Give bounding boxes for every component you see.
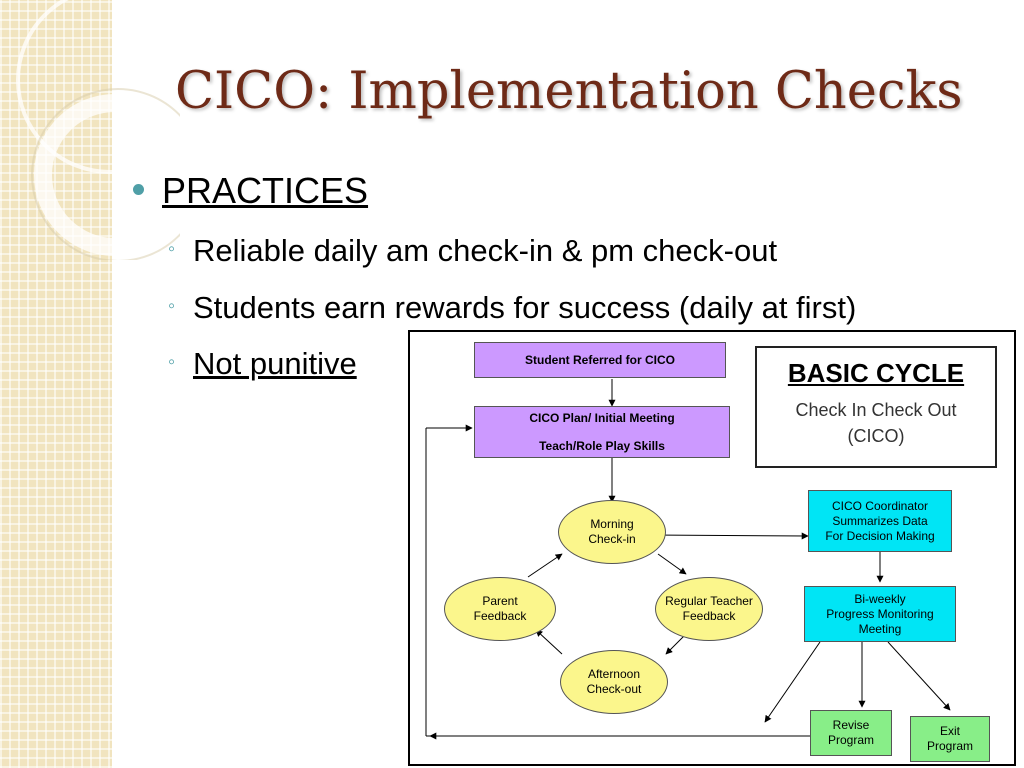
bullet-dot [133,184,144,195]
teacher-line1: Regular Teacher [665,594,753,608]
biweekly-line3: Meeting [858,621,902,636]
diagram-arrows [425,379,951,740]
basic-cycle-box: BASIC CYCLE Check In Check Out (CICO) [755,346,997,468]
afternoon-line1: Afternoon [587,667,641,681]
slide-title: CICO: Implementation Checks [175,62,963,121]
basic-cycle-title: BASIC CYCLE [787,358,965,388]
sub-bullet-icon: ◦ [168,351,176,373]
exit-line1: Exit [939,724,960,738]
biweekly-line2: Progress Monitoring [826,606,934,621]
revise-program-box: Revise Program [810,710,892,756]
coordinator-line2: Summarizes Data [832,513,928,528]
referred-label: Student Referred for CICO [524,353,675,367]
plan-line2: Teach/Role Play Skills [539,439,665,453]
sub-bullet-icon: ◦ [168,238,176,260]
basic-cycle-sub2: (CICO) [847,426,905,446]
sub-bullet-icon: ◦ [168,295,176,317]
exit-program-box: Exit Program [910,716,990,762]
basic-cycle-sub1: Check In Check Out [795,400,957,420]
morning-line2: Check-in [588,532,636,546]
decorative-circles [16,0,180,260]
cico-diagram: Student Referred for CICO CICO Plan/ Ini… [408,330,1016,766]
plan-box: CICO Plan/ Initial Meeting Teach/Role Pl… [474,406,730,458]
plan-line1: CICO Plan/ Initial Meeting [529,411,675,425]
revise-line2: Program [827,733,874,747]
coordinator-box: CICO Coordinator Summarizes Data For Dec… [808,490,952,552]
revise-line1: Revise [832,718,870,732]
referred-box: Student Referred for CICO [474,342,726,378]
parent-line1: Parent [482,594,518,608]
morning-line1: Morning [590,517,634,531]
teacher-line2: Feedback [682,609,736,623]
parent-line2: Feedback [473,609,527,623]
coordinator-line3: For Decision Making [825,528,935,543]
afternoon-line2: Check-out [586,682,642,696]
biweekly-line1: Bi-weekly [854,591,906,606]
exit-line2: Program [926,739,973,753]
practices-heading: PRACTICES [162,170,369,211]
practice-item: Not punitive [193,346,357,381]
practice-item: Students earn rewards for success (daily… [193,290,857,325]
biweekly-box: Bi-weekly Progress Monitoring Meeting [804,586,956,642]
practice-item: Reliable daily am check-in & pm check-ou… [193,233,778,268]
coordinator-line1: CICO Coordinator [831,498,929,513]
